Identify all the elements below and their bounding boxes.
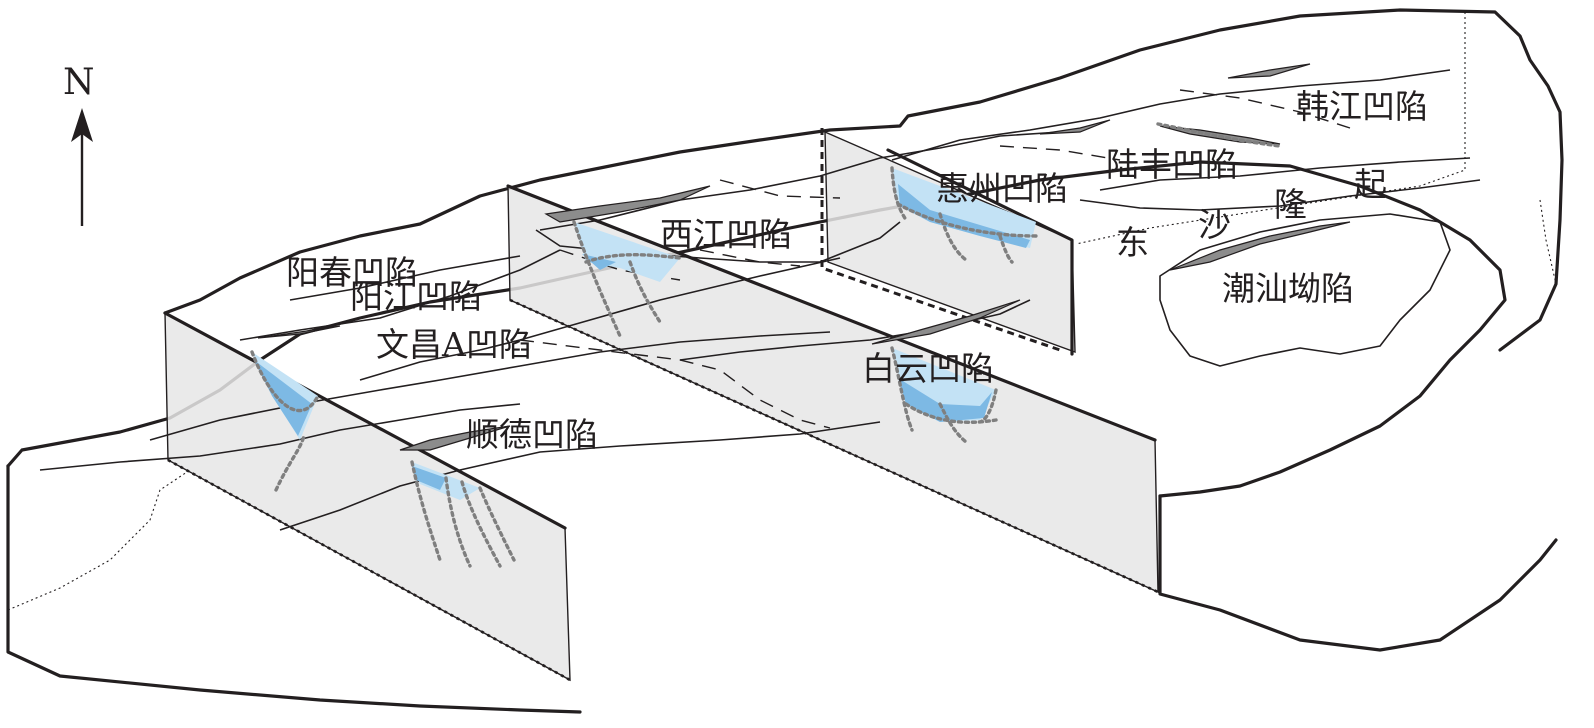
block-rear-dotted — [1075, 12, 1466, 245]
block-right-edge — [1158, 494, 1558, 652]
strata-band-hanjiang — [1227, 63, 1311, 79]
north-label: N — [63, 62, 95, 103]
basin-wedge-yangjiang-dark — [254, 360, 312, 436]
strata-band-shunde — [399, 425, 511, 451]
section-top-baiyun — [506, 184, 1157, 442]
block-front-edge — [6, 464, 582, 714]
block-top-rim — [163, 8, 1564, 352]
block-right-dotted — [1539, 199, 1557, 285]
fault-trace-huizhou — [890, 166, 1038, 264]
basin-wedge-xijiang-light — [574, 222, 680, 282]
boundary-wenchang — [359, 257, 841, 381]
label-yangchun: 阳春凹陷 — [286, 253, 418, 292]
basin-wedge-shunde-dark — [412, 466, 446, 490]
boundary-yangchun — [289, 255, 521, 301]
boundary-baiyun — [679, 299, 1031, 361]
strata-band-chaoshan — [1169, 221, 1351, 271]
boundary-lufeng — [1099, 157, 1471, 191]
label-huizhou: 惠州凹陷 — [936, 169, 1068, 208]
label-wenchang: 文昌A凹陷 — [376, 325, 532, 364]
strata-band-huizhou — [1039, 119, 1111, 135]
label-baiyun: 白云凹陷 — [862, 349, 994, 388]
dash-xijiang — [719, 179, 841, 199]
section-top-huizhou — [886, 148, 1074, 356]
north-arrow-head — [71, 108, 93, 142]
strata-band-yangjiang — [257, 325, 341, 339]
section-top-shunde — [163, 311, 567, 530]
label-dongsha-4: 起 — [1354, 165, 1387, 204]
boundary-shunde-south — [279, 421, 881, 531]
fault-trace-yangjiang — [250, 350, 320, 492]
label-dongsha-3: 隆 — [1274, 185, 1307, 224]
fault-trace-lufeng — [1156, 122, 1282, 148]
label-hanjiang: 韩江凹陷 — [1296, 87, 1428, 126]
dash-baiyun — [519, 339, 831, 429]
boundary-shunde — [39, 403, 521, 471]
dash-lufeng — [1179, 89, 1351, 129]
north-arrow: N — [63, 62, 95, 226]
label-dongsha-1: 东 — [1116, 223, 1149, 262]
basin-wedge-huizhou-dark — [898, 184, 1030, 248]
boundary-wenchang-lower — [149, 331, 831, 441]
block-outline — [6, 160, 1507, 498]
strata-band-xijiang — [544, 185, 711, 223]
strata-band-baiyun — [871, 299, 1021, 345]
basin-wedge-xijiang-dark — [582, 254, 616, 270]
fault-trace-baiyun — [890, 346, 998, 444]
dash-huizhou — [999, 145, 1121, 161]
basin-wedge-huizhou-light — [892, 168, 1036, 248]
label-lufeng: 陆丰凹陷 — [1106, 145, 1238, 184]
label-chaoshan: 潮汕坳陷 — [1222, 269, 1354, 308]
label-xijiang: 西江凹陷 — [660, 215, 792, 254]
boundary-xijiang-lower — [535, 221, 901, 263]
block-base-dotted — [7, 469, 191, 611]
boundary-xijiang — [539, 131, 1061, 231]
boundary-huizhou-north — [891, 69, 1451, 161]
boundary-dongsha — [1079, 179, 1481, 211]
boundary-chaoshan — [1159, 213, 1451, 367]
label-dongsha-2: 沙 — [1198, 205, 1231, 244]
fault-trace-shunde — [410, 460, 516, 568]
fault-trace-xijiang — [572, 220, 682, 338]
label-yangjiang: 阳江凹陷 — [350, 277, 482, 316]
label-shunde: 顺德凹陷 — [466, 415, 598, 454]
boundary-yangjiang — [239, 249, 561, 341]
